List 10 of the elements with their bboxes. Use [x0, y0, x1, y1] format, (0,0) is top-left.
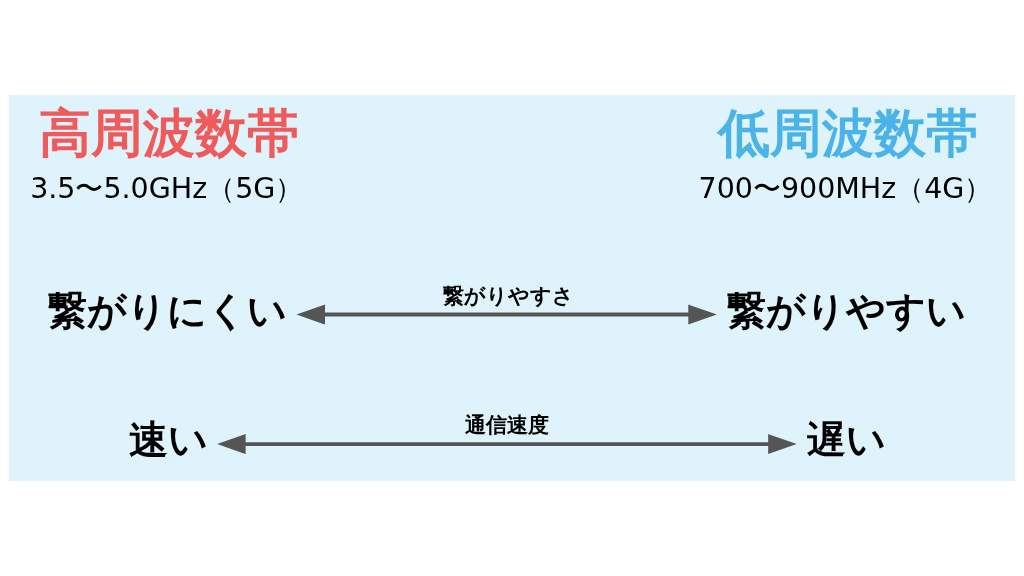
node-text: 低周波数帯 700〜900MHz（4G）: [698, 102, 993, 206]
node-text: 高周波数帯 3.5〜5.0GHz（5G）: [30, 102, 304, 206]
arrow: [296, 304, 717, 325]
node-text: 繋がりにくい: [48, 287, 288, 333]
arrow: [217, 434, 797, 455]
node-text: 速い: [128, 417, 208, 463]
edge-label: 通信速度: [465, 413, 550, 438]
edge-label: 繋がりやすさ: [442, 283, 574, 308]
node-text: 遅い: [807, 417, 887, 463]
node-text: 繋がりやすい: [727, 287, 967, 333]
